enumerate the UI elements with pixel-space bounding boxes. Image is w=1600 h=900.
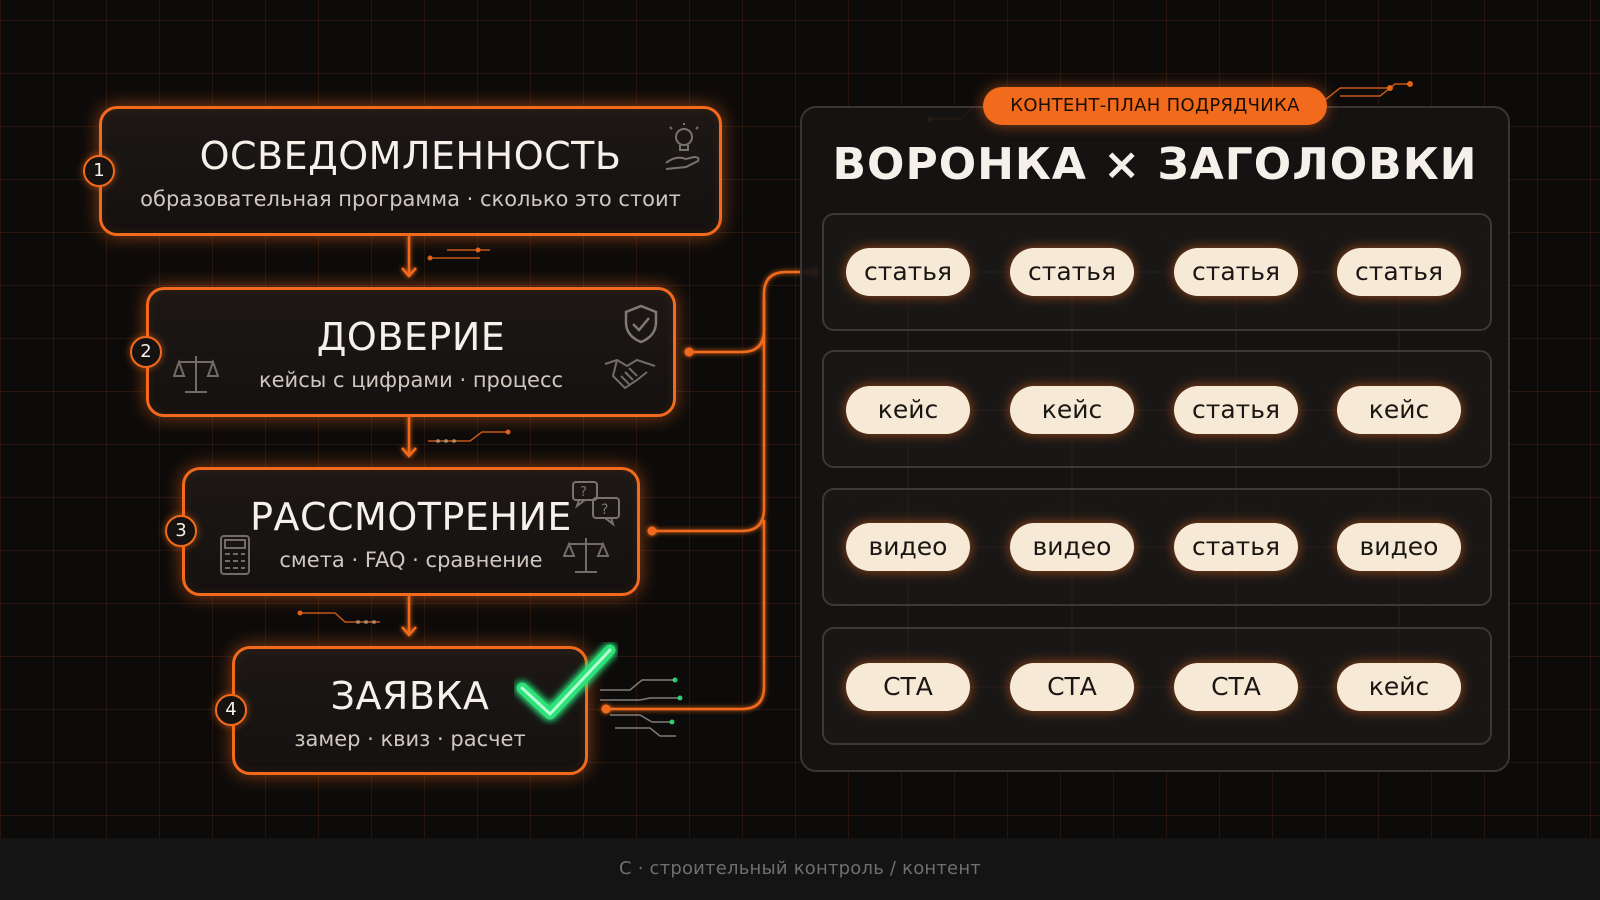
content-pill: статья — [1174, 523, 1298, 571]
lightbulb-hand-icon — [665, 123, 700, 170]
content-pill: статья — [1174, 248, 1298, 296]
stage-number-1: 1 — [83, 155, 115, 187]
stage-subtitle: смета · FAQ · сравнение — [279, 548, 543, 572]
green-checkmark-icon — [516, 644, 616, 720]
stage-title: РАССМОТРЕНИЕ — [250, 495, 572, 539]
content-pill: статья — [846, 248, 970, 296]
content-pill: видео — [1337, 523, 1461, 571]
question-bubbles-icon: ? ? — [572, 481, 620, 527]
connector-lead — [606, 520, 766, 711]
funnel-stage-trust: ДОВЕРИЕ кейсы с цифрами · процесс — [146, 287, 676, 417]
arrow-3-4 — [401, 595, 417, 637]
content-pill: видео — [1010, 523, 1134, 571]
funnel-stage-lead: ЗАЯВКА замер · квиз · расчет — [232, 646, 588, 775]
shield-check-icon — [624, 304, 658, 344]
svg-text:?: ? — [601, 502, 608, 518]
scales-icon — [173, 356, 219, 393]
stage-subtitle: кейсы с цифрами · процесс — [258, 368, 564, 392]
svg-text:?: ? — [580, 485, 587, 500]
calculator-icon — [220, 535, 250, 575]
content-pill: кейс — [1010, 386, 1134, 434]
handshake-icon — [604, 358, 656, 390]
content-pill: видео — [846, 523, 970, 571]
scales-icon — [563, 538, 609, 573]
connector-consider — [652, 300, 766, 533]
funnel-stage-consideration: РАССМОТРЕНИЕ смета · FAQ · сравнение ? ? — [182, 467, 640, 596]
content-pill: кейс — [1337, 663, 1461, 711]
stage-subtitle: замер · квиз · расчет — [294, 727, 526, 751]
stage-number-4: 4 — [215, 694, 247, 726]
stage-subtitle: образовательная программа · сколько это … — [140, 187, 681, 211]
footer-caption: С · строительный контроль / контент — [619, 858, 981, 879]
stage-title: ДОВЕРИЕ — [316, 315, 506, 359]
panel-title: ВОРОНКА × ЗАГОЛОВКИ — [832, 139, 1478, 190]
stage-title: ЗАЯВКА — [330, 674, 490, 718]
content-pill: кейс — [1337, 386, 1461, 434]
content-pill: статья — [1010, 248, 1134, 296]
content-pill: статья — [1174, 386, 1298, 434]
panel-badge: КОНТЕНТ-ПЛАН ПОДРЯДЧИКА — [983, 87, 1327, 125]
connector-trust — [689, 270, 814, 354]
arrow-1-2 — [401, 236, 417, 278]
stage-number-2: 2 — [130, 336, 162, 368]
stage-title: ОСВЕДОМЛЕННОСТЬ — [199, 134, 622, 178]
content-pill: кейс — [846, 386, 970, 434]
stage-number-3: 3 — [165, 515, 197, 547]
content-pill: статья — [1337, 248, 1461, 296]
funnel-stage-awareness: ОСВЕДОМЛЕННОСТЬ образовательная программ… — [99, 106, 722, 236]
arrow-2-3 — [401, 416, 417, 458]
bottom-band — [0, 838, 1600, 900]
content-pill: СТА — [1010, 663, 1134, 711]
content-pill: СТА — [1174, 663, 1298, 711]
content-pill: СТА — [846, 663, 970, 711]
